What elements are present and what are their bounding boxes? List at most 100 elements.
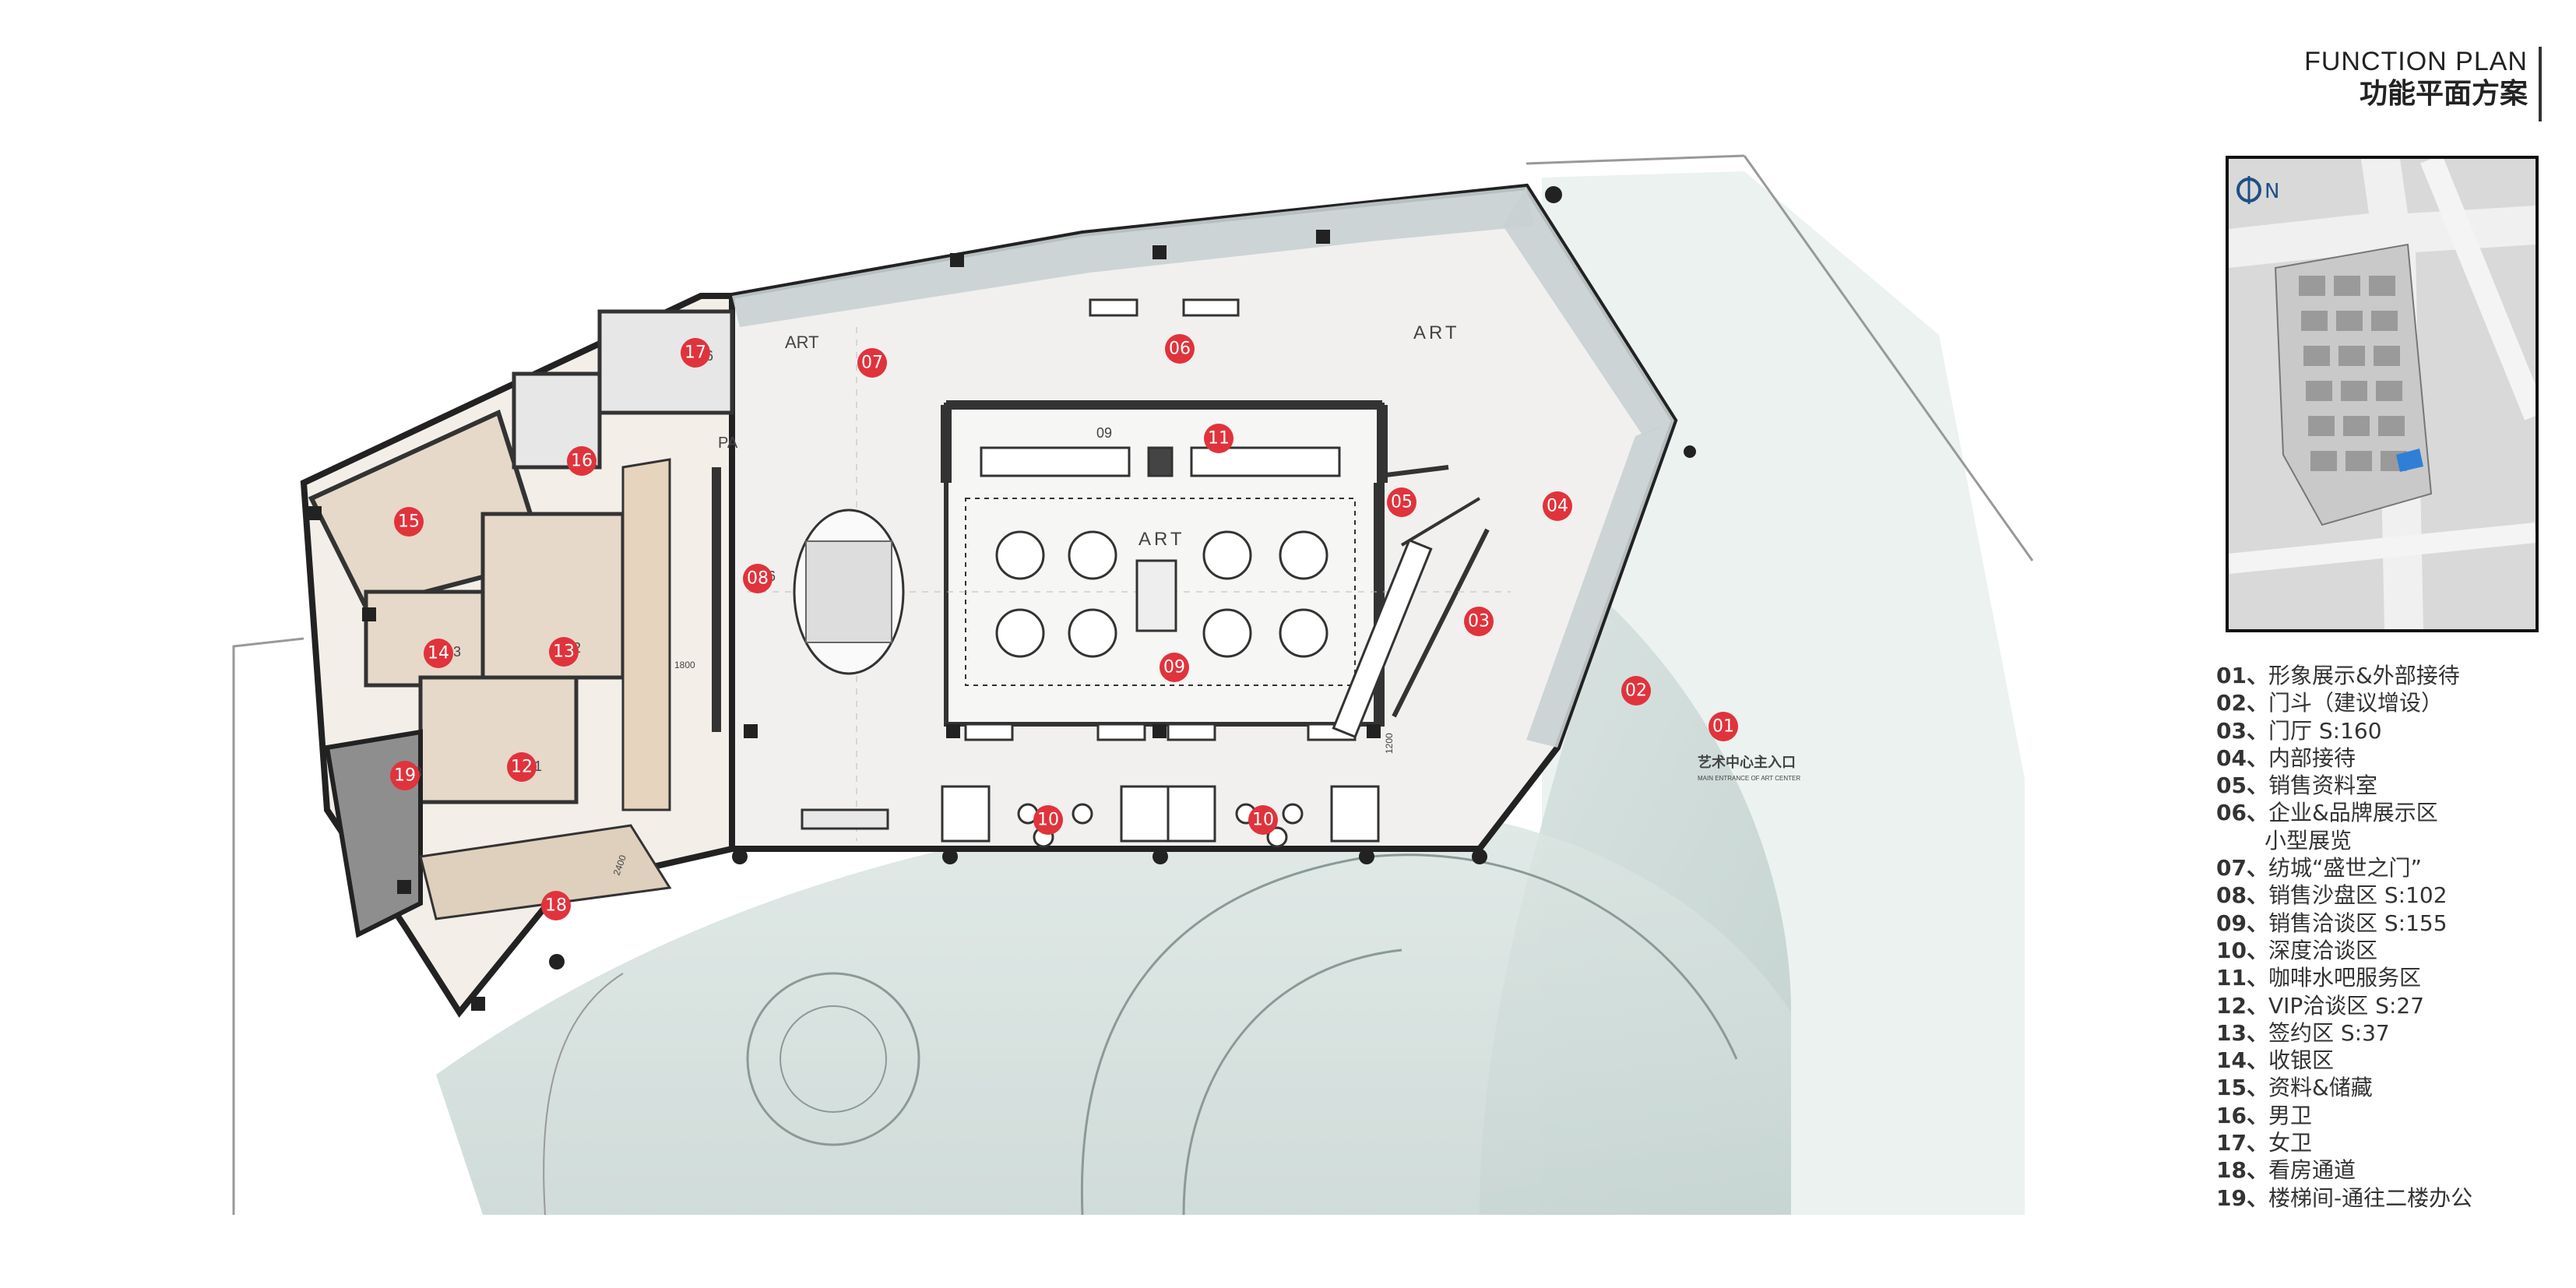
room-marker: 03 — [1464, 607, 1494, 636]
entrance-label-en: MAIN ENTRANCE OF ART CENTER — [1698, 775, 1800, 782]
legend-item: 11、咖啡水吧服务区 — [2216, 964, 2559, 991]
legend-item: 15、资料&储藏 — [2216, 1074, 2559, 1101]
round-table — [1202, 608, 1252, 658]
legend-text: 销售沙盘区 S:102 — [2268, 882, 2448, 909]
legend-number: 17、 — [2216, 1130, 2268, 1156]
room-marker: 04 — [1543, 491, 1572, 521]
legend-item: 16、男卫 — [2216, 1102, 2559, 1129]
round-table — [1202, 530, 1252, 580]
round-table — [995, 530, 1045, 580]
legend-item: 07、纺城“盛世之门” — [2216, 854, 2559, 882]
legend-item: 02、门斗（建议增设） — [2216, 689, 2559, 716]
key-map-building — [2376, 381, 2402, 401]
round-table — [1068, 530, 1117, 580]
legend-item: 小型展览 — [2216, 827, 2559, 854]
room-marker-number: 19 — [394, 766, 416, 786]
legend-number: 19、 — [2216, 1184, 2268, 1211]
legend-item: 09、销售洽谈区 S:155 — [2216, 910, 2559, 937]
furniture — [793, 298, 1433, 848]
legend-item: 13、签约区 S:37 — [2216, 1019, 2559, 1047]
art-label-1: ART — [785, 333, 819, 352]
legend-number: 11、 — [2216, 965, 2268, 991]
art-label-2: ART — [1138, 529, 1185, 550]
room-marker-number: 09 — [1163, 658, 1185, 677]
key-map-building — [2336, 311, 2363, 331]
legend-item: 06、企业&品牌展示区 — [2216, 799, 2559, 826]
room-marker: 10 — [1033, 805, 1063, 835]
legend-number: 05、 — [2216, 772, 2268, 799]
legend-number: 06、 — [2216, 800, 2268, 826]
room-marker: 06 — [1165, 334, 1195, 364]
legend-number: 07、 — [2216, 855, 2268, 882]
key-map-building — [2371, 311, 2398, 331]
room-marker-number: 10 — [1037, 811, 1059, 830]
room-marker: 13 — [549, 637, 579, 667]
legend-item: 19、楼梯间-通往二楼办公 — [2216, 1184, 2559, 1212]
legend-number: 02、 — [2216, 690, 2268, 716]
legend-text: 纺城“盛世之门” — [2268, 855, 2422, 882]
room-marker: 14 — [424, 639, 453, 668]
legend-number: 15、 — [2216, 1075, 2268, 1101]
room-marker: 17 — [681, 338, 710, 368]
legend-number: 18、 — [2216, 1157, 2268, 1184]
room-marker: 18 — [541, 891, 571, 920]
legend-number: 04、 — [2216, 744, 2268, 771]
legend-item: 17、女卫 — [2216, 1129, 2559, 1156]
legend-text: 深度洽谈区 — [2268, 937, 2377, 963]
legend-number: 01、 — [2216, 663, 2268, 688]
room-marker: 11 — [1204, 424, 1233, 453]
legend-item: 18、看房通道 — [2216, 1156, 2559, 1184]
key-map-drawing: N — [2229, 159, 2536, 629]
legend-item: 10、深度洽谈区 — [2216, 937, 2559, 964]
legend-number: 03、 — [2216, 717, 2268, 744]
key-map-building — [2341, 381, 2367, 401]
key-map-building — [2310, 451, 2337, 471]
legend-item: 08、销售沙盘区 S:102 — [2216, 882, 2559, 909]
room-marker-number: 07 — [861, 354, 883, 373]
legend-text: 男卫 — [2268, 1102, 2312, 1128]
round-table — [1279, 608, 1328, 658]
room-marker-number: 14 — [428, 644, 449, 663]
site-key-map: N — [2226, 156, 2539, 632]
room-marker: 09 — [1160, 653, 1189, 682]
legend-text: 内部接待 — [2268, 744, 2356, 771]
key-map-building — [2308, 416, 2335, 436]
key-map-building — [2334, 276, 2360, 296]
room-marker-number: 04 — [1547, 497, 1568, 516]
key-map-building — [2345, 451, 2372, 471]
room-marker: 19 — [390, 761, 420, 790]
legend-text: 门斗（建议增设） — [2268, 690, 2443, 716]
room-marker-number: 13 — [553, 642, 575, 662]
legend-text: 看房通道 — [2268, 1157, 2356, 1184]
legend-text: 企业&品牌展示区 — [2268, 800, 2438, 826]
room-marker: 02 — [1621, 676, 1651, 706]
legend-number: 16、 — [2216, 1102, 2268, 1128]
legend-text: VIP洽谈区 S:27 — [2268, 992, 2425, 1019]
table-09-label: 09 — [1096, 425, 1112, 441]
lounge-chair — [1072, 803, 1093, 825]
key-map-building — [2343, 416, 2370, 436]
sub-1: 1 — [534, 758, 542, 774]
sub-3: 3 — [453, 644, 461, 660]
room-marker-number: 11 — [1208, 429, 1230, 449]
room-marker: 15 — [394, 507, 424, 537]
legend-number: 10、 — [2216, 937, 2268, 963]
room-marker-number: 08 — [747, 569, 769, 589]
room-marker-number: 05 — [1391, 493, 1413, 512]
lounge-chair — [1266, 826, 1288, 848]
round-table — [1279, 530, 1328, 580]
legend-item: 14、收银区 — [2216, 1047, 2559, 1074]
room-marker-number: 12 — [511, 758, 533, 777]
room-marker: 16 — [567, 446, 596, 476]
room-marker-number: 16 — [571, 452, 593, 471]
room-marker-number: 01 — [1712, 717, 1734, 737]
room-marker: 05 — [1387, 487, 1416, 517]
pa-label: PA — [718, 435, 738, 452]
room-marker-number: 10 — [1252, 811, 1274, 830]
title-en: FUNCTION PLAN — [2304, 47, 2528, 76]
room-marker-number: 17 — [684, 343, 706, 363]
legend-text: 销售资料室 — [2268, 772, 2377, 799]
room-marker-number: 18 — [545, 896, 567, 916]
